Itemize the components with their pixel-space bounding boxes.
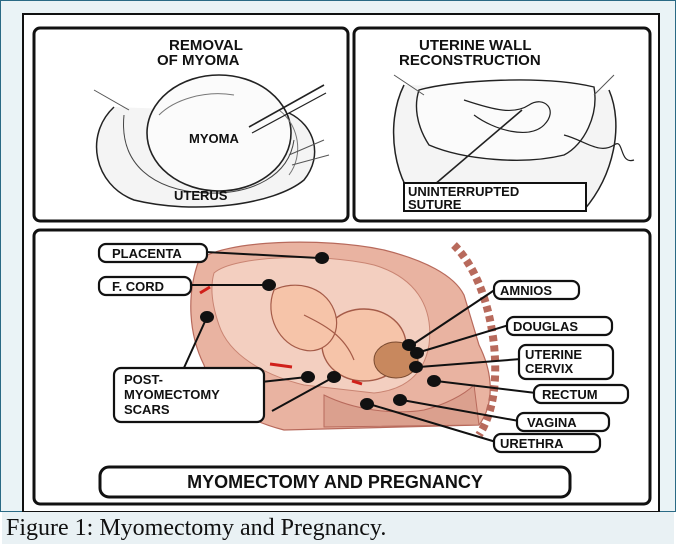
figure-illustration: REMOVAL OF MYOMA MYOMA UTERUS UTERINE WA… <box>22 13 660 513</box>
label-scars-line1: POST- <box>124 372 163 387</box>
removal-title-line2: OF MYOMA <box>157 52 240 69</box>
label-f-cord: F. CORD <box>112 279 164 294</box>
panel-uterine-wall-reconstruction: UTERINE WALL RECONSTRUCTION UNINTERRUPTE… <box>354 28 650 221</box>
uterus-label: UTERUS <box>174 188 228 203</box>
label-amnios: AMNIOS <box>500 283 552 298</box>
label-scars-line3: SCARS <box>124 402 170 417</box>
myoma-label: MYOMA <box>189 131 239 146</box>
reconstruction-title-line2: RECONSTRUCTION <box>399 52 541 69</box>
label-scars-line2: MYOMECTOMY <box>124 387 220 402</box>
banner-title: MYOMECTOMY AND PREGNANCY <box>187 472 483 492</box>
figure-caption: Figure 1: Myomectomy and Pregnancy. <box>2 512 674 544</box>
label-placenta: PLACENTA <box>112 246 182 261</box>
label-urethra: URETHRA <box>500 436 564 451</box>
label-douglas: DOUGLAS <box>513 319 578 334</box>
label-cervix-line1: UTERINE <box>525 347 582 362</box>
label-vagina: VAGINA <box>527 415 577 430</box>
panel-removal-of-myoma: REMOVAL OF MYOMA MYOMA UTERUS <box>34 28 348 221</box>
suture-label-line2: SUTURE <box>408 197 462 212</box>
panel-myomectomy-and-pregnancy: PLACENTA F. CORD AMNIOS DOUGLAS UTERINE … <box>34 230 650 504</box>
label-rectum: RECTUM <box>542 387 598 402</box>
label-cervix-line2: CERVIX <box>525 361 573 376</box>
